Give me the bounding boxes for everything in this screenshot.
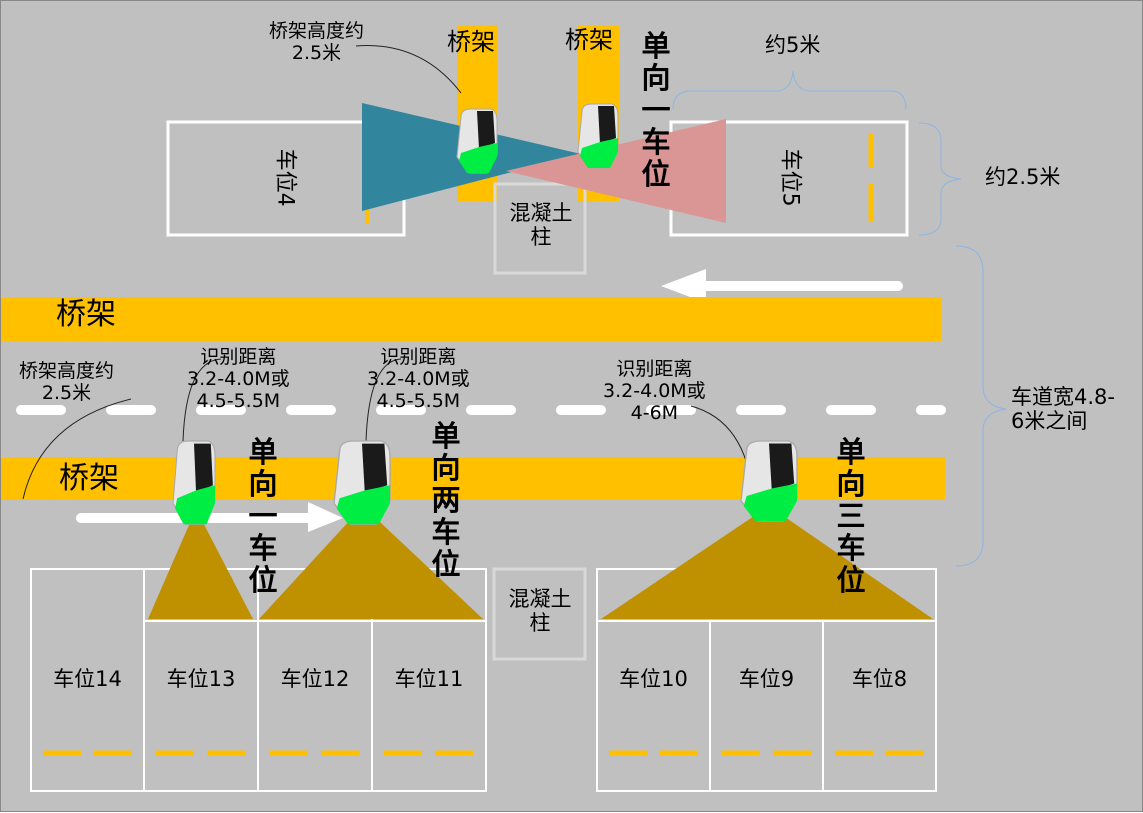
column-label: 混凝土 柱 <box>509 201 573 250</box>
spot-label: 车位13 <box>166 667 236 691</box>
tray-label: 桥架 <box>59 461 119 496</box>
width-note: 约5米 <box>765 33 821 57</box>
range-note: 识别距离 3.2-4.0M或 4.5-5.5M <box>187 346 290 412</box>
spot-label: 车位11 <box>394 667 464 691</box>
sensor-icon <box>456 108 498 174</box>
range-note: 识别距离 3.2-4.0M或 4-6M <box>603 358 706 424</box>
spot-label: 车位10 <box>619 667 688 691</box>
tray-height-note: 桥架高度约 2.5米 <box>19 360 115 404</box>
tray-label: 桥架 <box>56 297 116 332</box>
spot-label: 车位14 <box>53 667 122 691</box>
spot-label: 车位8 <box>851 667 908 691</box>
concrete-column-bottom <box>492 567 587 661</box>
mode-label: 单向一车位 <box>248 435 278 597</box>
depth-note: 约2.5米 <box>985 165 1061 189</box>
sensor-icon <box>577 103 619 169</box>
spot-label: 车位4 <box>272 148 298 207</box>
concrete-column-top <box>493 182 587 275</box>
cable-tray-horizontal-1 <box>1 297 941 341</box>
detection-cone-2 <box>259 506 483 619</box>
detection-cone-1 <box>148 509 253 619</box>
mode-label: 单向三车位 <box>836 435 866 597</box>
sensor-icon <box>172 440 216 525</box>
sensor-icon <box>333 440 391 525</box>
spot-label: 车位12 <box>280 667 350 691</box>
tray-label: 桥架 <box>447 28 495 56</box>
cable-tray-horizontal-2 <box>1 457 945 500</box>
spot-label: 车位9 <box>738 667 795 691</box>
sensor-icon <box>740 440 798 522</box>
detection-cone-3 <box>601 506 933 619</box>
tray-height-note: 桥架高度约 2.5米 <box>269 20 365 64</box>
lane-width-note: 车道宽4.8- 6米之间 <box>1011 385 1115 434</box>
range-note: 识别距离 3.2-4.0M或 4.5-5.5M <box>367 346 470 412</box>
tray-label: 桥架 <box>565 26 613 54</box>
mode-label: 单向两车位 <box>431 419 461 581</box>
detection-cone-pink <box>506 119 726 223</box>
mode-label: 单向一车位 <box>641 29 671 191</box>
spot-label: 车位5 <box>777 148 803 207</box>
column-label: 混凝土 柱 <box>508 587 572 636</box>
